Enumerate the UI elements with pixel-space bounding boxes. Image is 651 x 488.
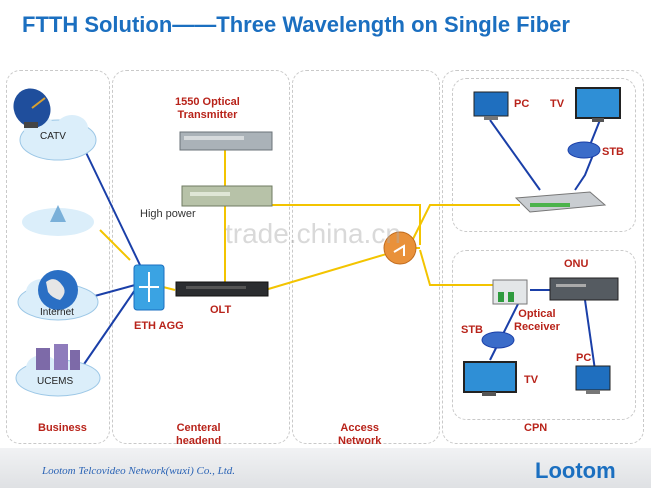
zone-label-access: Access Network	[338, 422, 382, 447]
server-icon	[36, 344, 80, 370]
high-power-label: High power	[140, 208, 196, 220]
stb-bottom-label: STB	[461, 324, 483, 336]
pc-bottom-label: PC	[576, 352, 592, 364]
zone-cpn-bottom	[452, 250, 636, 420]
ucems-label: UCEMS	[37, 376, 74, 387]
stb-top-icon	[567, 141, 601, 159]
zone-cpn-top	[452, 78, 636, 232]
internet-label: Internet	[40, 307, 74, 318]
zone-access	[292, 70, 440, 444]
tv-bottom-label: TV	[524, 374, 539, 386]
globe-icon	[38, 270, 78, 310]
pc-top-icon	[473, 91, 509, 120]
stb-top-label: STB	[602, 146, 624, 158]
watermark: trade.china.cn	[225, 218, 401, 249]
splitter-icon	[383, 231, 417, 265]
pc-bottom-icon	[575, 365, 611, 394]
tv-top-icon	[575, 87, 621, 122]
high-power-amplifier-device	[181, 185, 273, 207]
zone-label-cpn: CPN	[524, 422, 548, 434]
page-title: FTTH Solution——Three Wavelength on Singl…	[22, 12, 570, 37]
transmitter-label: 1550 Optical Transmitter	[175, 96, 240, 121]
footer-bar	[0, 448, 651, 488]
pc-top-label: PC	[514, 98, 530, 110]
zone-label-headend: Centeral headend	[176, 422, 222, 447]
olt-device	[175, 281, 269, 297]
home-gateway-device	[514, 191, 607, 213]
footer-company: Lootom Telcovideo Network(wuxi) Co., Ltd…	[42, 465, 236, 477]
lootom-logo: Lootom	[535, 458, 616, 483]
stb-bottom-icon	[481, 331, 515, 349]
onu-device	[549, 277, 619, 301]
optical-receiver-device	[492, 279, 528, 305]
video-source-icon	[22, 205, 94, 236]
satellite-dish-icon	[13, 88, 51, 128]
zone-headend	[112, 70, 290, 444]
olt-label: OLT	[210, 304, 232, 316]
optical-transmitter-device	[179, 131, 273, 151]
eth-agg-switch-icon	[133, 264, 165, 311]
zone-label-business: Business	[38, 422, 87, 434]
optical-receiver-label: Optical Receiver	[514, 308, 560, 333]
catv-label: CATV	[40, 131, 66, 142]
tv-bottom-icon	[463, 361, 517, 396]
zone-cpn	[442, 70, 644, 444]
zone-business	[6, 70, 110, 444]
tv-top-label: TV	[550, 98, 565, 110]
eth-agg-label: ETH AGG	[134, 320, 184, 332]
onu-label: ONU	[564, 258, 589, 270]
